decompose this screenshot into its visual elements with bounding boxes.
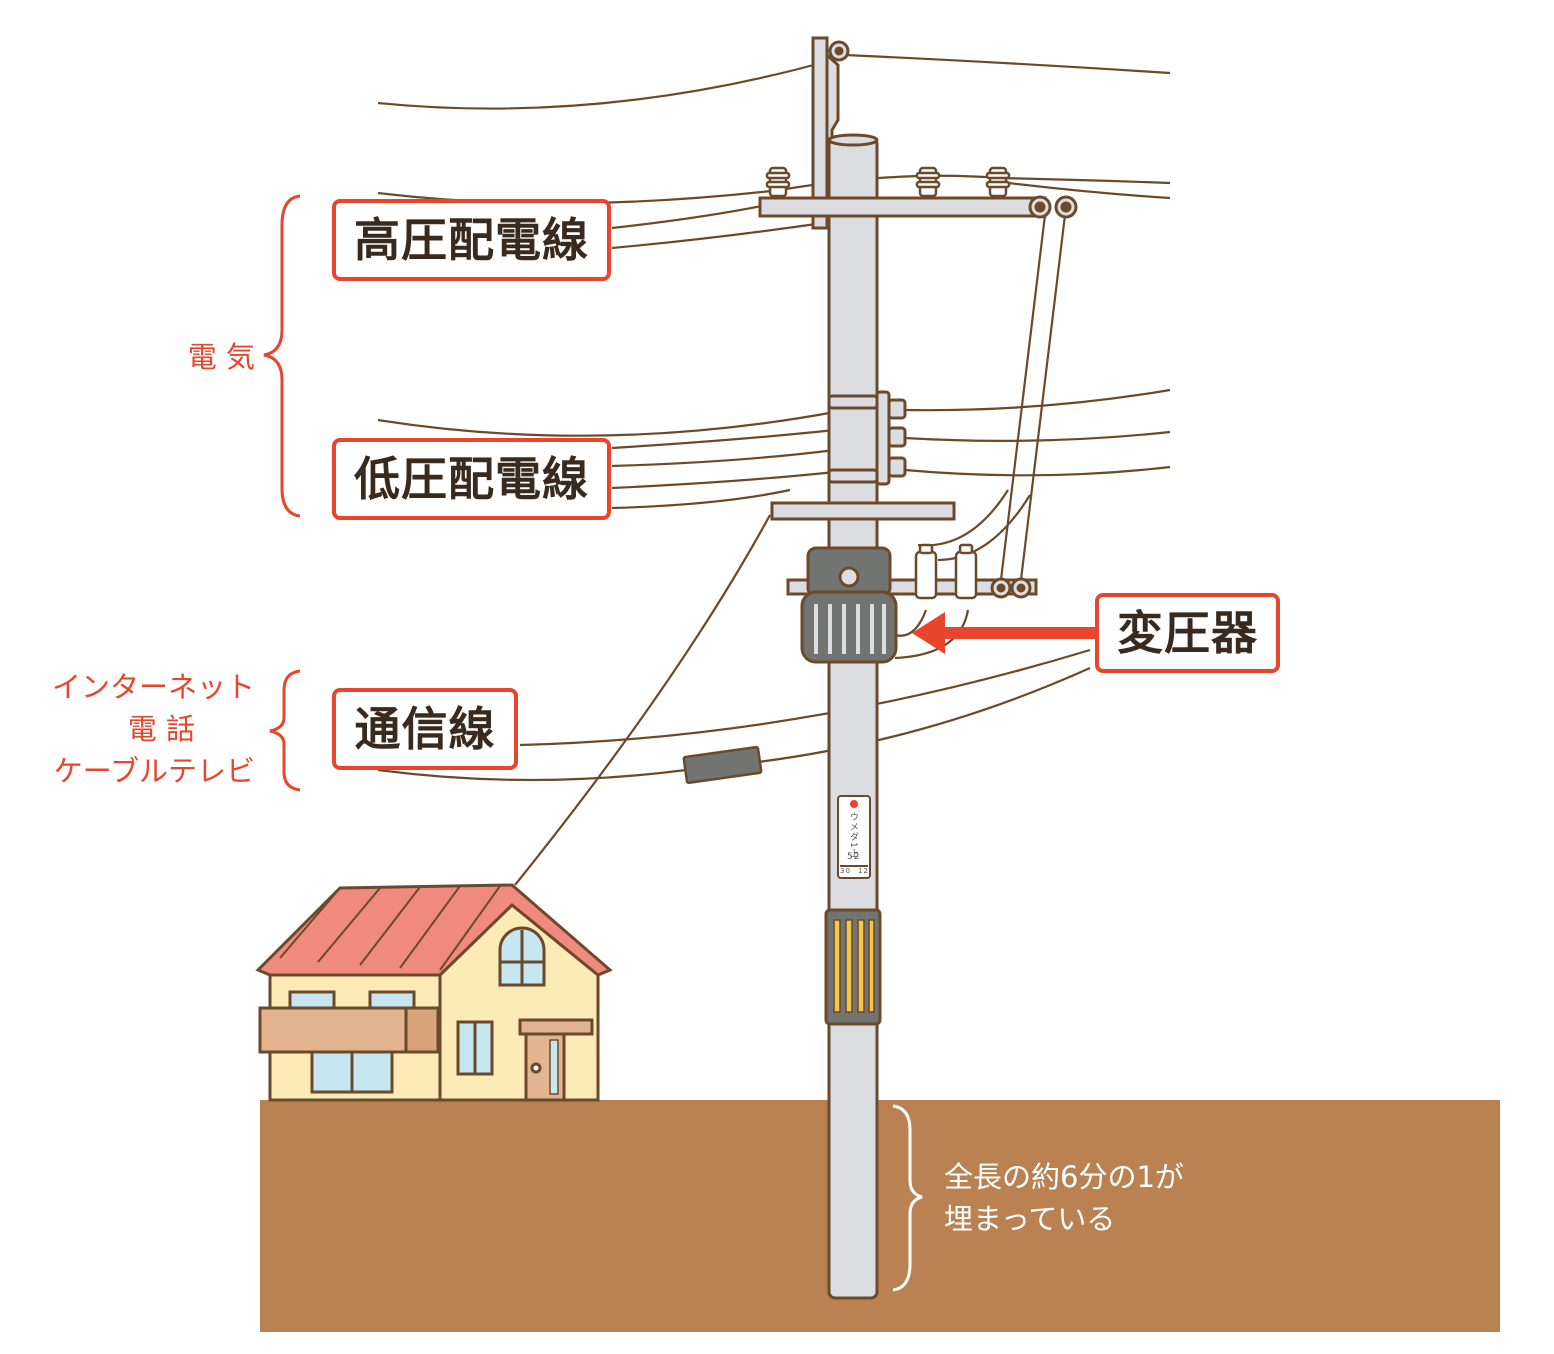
- telephone-label: 電 話: [127, 712, 195, 747]
- pole-plate-code-left: 30: [840, 867, 851, 875]
- utility-pole: [827, 133, 879, 1300]
- pole-sleeve: [824, 908, 882, 1026]
- internet-label: インターネット: [51, 670, 255, 704]
- pole-plate-text: ウメダ1上: [848, 812, 858, 859]
- pole-number-plate: [837, 795, 871, 879]
- upper-crossarm: [758, 195, 1078, 219]
- low-voltage-line-label: 低圧配電線: [332, 438, 611, 520]
- transformer-label: 変圧器: [1095, 593, 1280, 673]
- high-voltage-line-label: 高圧配電線: [332, 199, 611, 281]
- buried-note-line-1: 全長の約6分の1が: [944, 1160, 1184, 1194]
- insulators: [765, 166, 1011, 198]
- transformer: [786, 543, 1038, 664]
- braces: [263, 194, 301, 792]
- communication-group-labels: インターネット 電 話 ケーブルテレビ: [30, 666, 255, 792]
- buried-length-note: 全長の約6分の1が 埋まっている: [944, 1156, 1184, 1240]
- pole-plate-number: 52: [847, 852, 861, 862]
- communication-line-label: 通信線: [332, 688, 518, 770]
- house: [255, 883, 613, 1102]
- ground: [260, 1100, 1500, 1332]
- pole-plate-code-right: 12: [858, 867, 869, 875]
- buried-note-line-2: 埋まっている: [944, 1202, 1116, 1237]
- electricity-group-label: 電 気: [187, 340, 255, 374]
- cable-tv-label: ケーブルテレビ: [53, 754, 255, 789]
- communication-brace: [269, 669, 301, 792]
- lower-crossarm: [770, 501, 956, 521]
- cable-splice-box: [682, 745, 763, 785]
- ground-brace: [892, 1104, 923, 1292]
- electricity-brace: [263, 194, 301, 518]
- low-voltage-rack: [827, 390, 907, 486]
- transformer-arrow: [912, 612, 1095, 654]
